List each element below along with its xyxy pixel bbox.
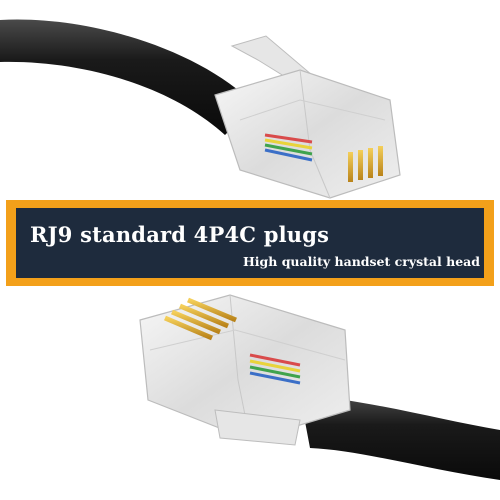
bottom-latch [214, 409, 301, 446]
top-plug [0, 19, 401, 199]
banner-title: RJ9 standard 4P4C plugs [30, 222, 330, 247]
top-cable [0, 19, 255, 136]
bottom-cable [300, 395, 500, 480]
info-banner: RJ9 standard 4P4C plugs High quality han… [6, 200, 494, 286]
bottom-gold-contacts [164, 297, 237, 341]
banner-subtitle: High quality handset crystal head [242, 254, 480, 269]
top-gold-contacts [348, 146, 383, 182]
bottom-plug [139, 294, 500, 480]
info-banner-panel: RJ9 standard 4P4C plugs High quality han… [16, 208, 484, 278]
